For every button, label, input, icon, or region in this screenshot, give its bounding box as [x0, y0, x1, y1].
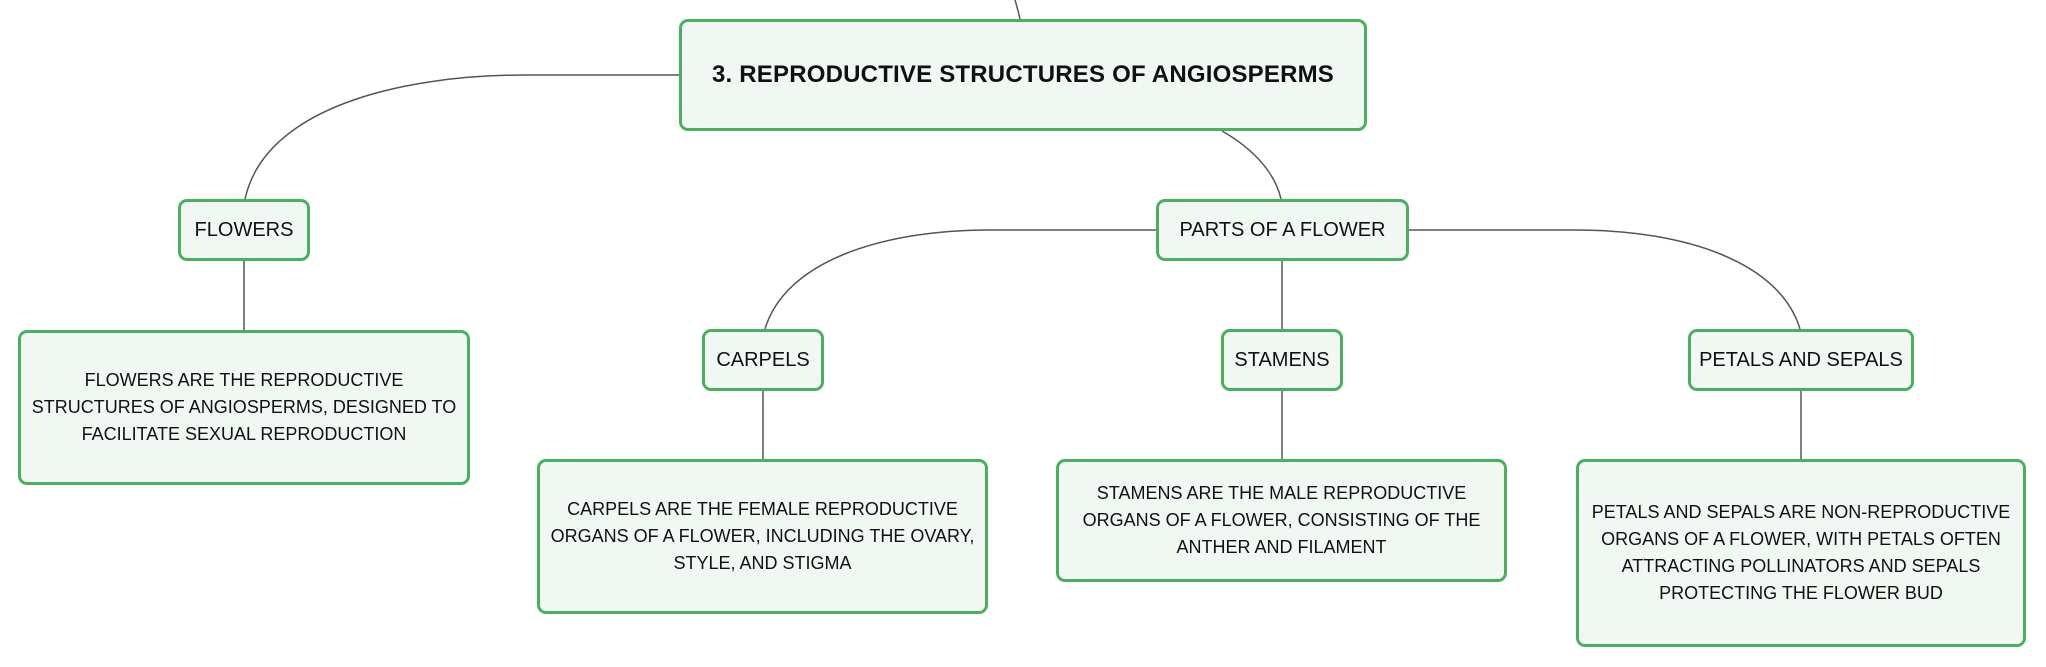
central-topic-label: 3. REPRODUCTIVE STRUCTURES OF ANGIOSPERM… [711, 61, 1335, 88]
connector-parts-to-petals [1409, 229, 1801, 330]
stamens-description-node[interactable]: STAMENS ARE THE MALE REPRODUCTIVE ORGANS… [1056, 459, 1507, 582]
parts-of-a-flower-label: PARTS OF A FLOWER [1179, 218, 1386, 241]
stamens-node[interactable]: STAMENS [1221, 329, 1343, 391]
parts-of-a-flower-node[interactable]: PARTS OF A FLOWER [1156, 199, 1409, 261]
flowers-description-text: FLOWERS ARE THE REPRODUCTIVE STRUCTURES … [31, 370, 457, 444]
carpels-node[interactable]: CARPELS [702, 329, 824, 391]
petals-and-sepals-label: PETALS AND SEPALS [1699, 348, 1903, 371]
connector-parts-to-carpels [764, 229, 1156, 330]
connector-title-to-flowers [244, 74, 679, 200]
connector-title-to-parts [1221, 130, 1282, 200]
carpels-description-text: CARPELS ARE THE FEMALE REPRODUCTIVE ORGA… [550, 499, 975, 573]
flowers-description-node[interactable]: FLOWERS ARE THE REPRODUCTIVE STRUCTURES … [18, 330, 470, 485]
petals-and-sepals-description-node[interactable]: PETALS AND SEPALS ARE NON-REPRODUCTIVE O… [1576, 459, 2026, 647]
petals-and-sepals-description-text: PETALS AND SEPALS ARE NON-REPRODUCTIVE O… [1591, 502, 2011, 603]
central-topic-node[interactable]: 3. REPRODUCTIVE STRUCTURES OF ANGIOSPERM… [679, 19, 1367, 131]
carpels-label: CARPELS [716, 348, 810, 371]
connector-parent-to-title [1014, 0, 1021, 20]
flowers-node[interactable]: FLOWERS [178, 199, 310, 261]
flowers-label: FLOWERS [194, 218, 294, 241]
carpels-description-node[interactable]: CARPELS ARE THE FEMALE REPRODUCTIVE ORGA… [537, 459, 988, 614]
petals-and-sepals-node[interactable]: PETALS AND SEPALS [1688, 329, 1914, 391]
stamens-description-text: STAMENS ARE THE MALE REPRODUCTIVE ORGANS… [1082, 483, 1481, 557]
stamens-label: STAMENS [1234, 348, 1330, 371]
